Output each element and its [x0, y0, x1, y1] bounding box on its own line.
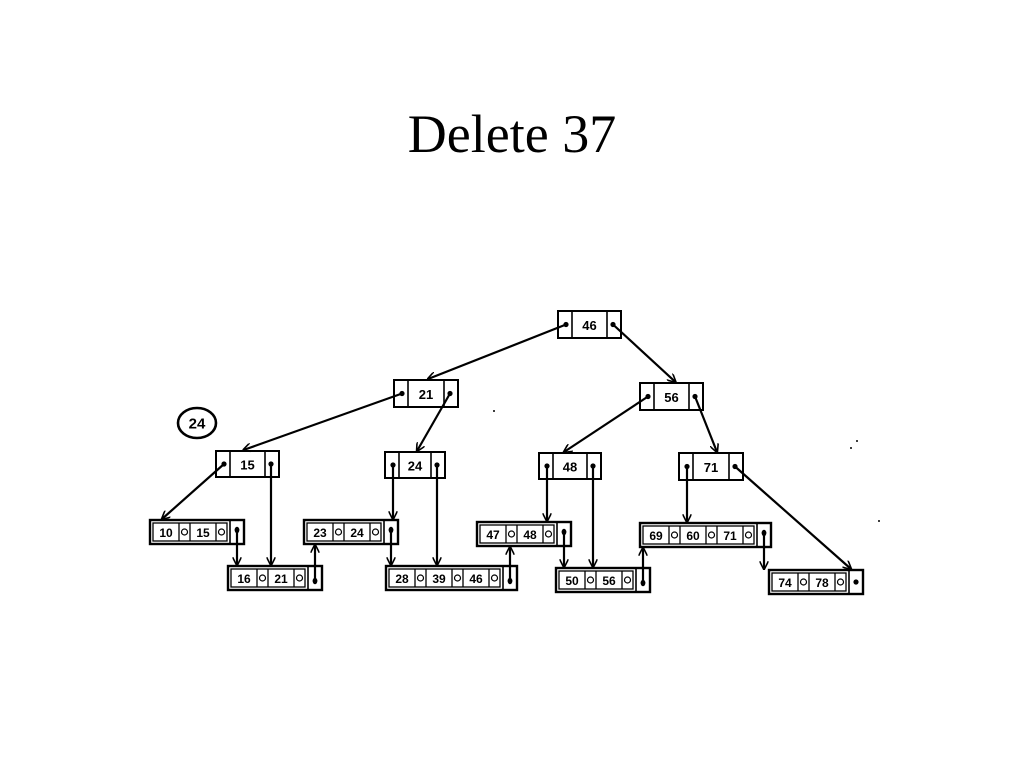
internal-node: 15: [215, 450, 280, 478]
leaf-key: 15: [196, 526, 210, 540]
leaf-node: 69 60 71: [638, 521, 773, 549]
leaf-key: 10: [159, 526, 173, 540]
node-key: 24: [408, 459, 423, 474]
record-pointer: [416, 574, 425, 582]
record-pointer: [707, 531, 716, 539]
slide-title: Delete 37: [407, 104, 617, 164]
record-pointer: [217, 528, 226, 536]
leaf-key: 56: [602, 574, 616, 588]
leaf-key: 16: [237, 572, 251, 586]
record-pointer: [507, 530, 516, 538]
leaf-key: 74: [778, 576, 792, 590]
pointer-dot: [853, 579, 859, 585]
record-pointer: [544, 530, 553, 538]
leaf-key: 48: [523, 528, 537, 542]
pointer-arrow: [564, 395, 649, 453]
pointer-arrow: [244, 392, 403, 451]
internal-node: 71: [678, 452, 744, 481]
leaf-key: 23: [313, 526, 327, 540]
record-pointer: [586, 576, 595, 584]
record-pointer: [258, 574, 267, 582]
internal-node: 48: [538, 452, 602, 480]
annotation-label: 24: [189, 416, 206, 433]
node-key: 46: [582, 318, 596, 333]
leaf-node: 74 78: [767, 568, 865, 596]
pointer-arrow: [612, 323, 676, 383]
pointer-arrow: [162, 463, 225, 519]
record-pointer: [670, 531, 679, 539]
leaf-key: 47: [486, 528, 500, 542]
node-key: 15: [240, 458, 254, 473]
record-pointer: [836, 578, 845, 586]
node-key: 71: [704, 460, 718, 475]
leaf-node: 10 15: [148, 518, 246, 546]
internal-node: 56: [639, 382, 704, 411]
pointer-arrow: [428, 323, 567, 380]
leaf-node: 28 39 46: [384, 564, 519, 592]
node-key: 21: [419, 387, 433, 402]
leaf-node: 23 24: [302, 518, 400, 546]
leaf-key: 60: [686, 529, 700, 543]
scan-speck: [850, 447, 852, 449]
record-pointer: [490, 574, 499, 582]
leaf-key: 21: [274, 572, 288, 586]
record-pointer: [180, 528, 189, 536]
pointer-arrow: [693, 396, 717, 453]
leaf-key: 24: [350, 526, 364, 540]
record-pointer: [453, 574, 462, 582]
internal-node: 21: [393, 379, 459, 408]
node-key: 48: [563, 460, 577, 475]
record-pointer: [295, 574, 304, 582]
record-pointer: [799, 578, 808, 586]
record-pointer: [623, 576, 632, 584]
pointer-arrow: [734, 465, 851, 570]
leaf-key: 39: [432, 572, 446, 586]
leaf-key: 71: [723, 529, 737, 543]
leaf-key: 50: [565, 574, 579, 588]
record-pointer: [371, 528, 380, 536]
scan-speck: [493, 410, 495, 412]
leaf-key: 69: [649, 529, 663, 543]
leaf-key: 28: [395, 572, 409, 586]
scan-speck: [878, 520, 880, 522]
leaf-node: 50 56: [554, 566, 652, 594]
leaf-node: 47 48: [475, 520, 573, 548]
scan-speck: [856, 440, 858, 442]
record-pointer: [334, 528, 343, 536]
pointer-arrow: [417, 392, 451, 452]
node-key: 56: [664, 390, 678, 405]
leaf-key: 78: [815, 576, 829, 590]
root-node: 46: [557, 310, 622, 339]
record-pointer: [744, 531, 753, 539]
leaf-key: 46: [469, 572, 483, 586]
circled-annotation: 24: [176, 406, 218, 440]
internal-node: 24: [384, 451, 446, 479]
